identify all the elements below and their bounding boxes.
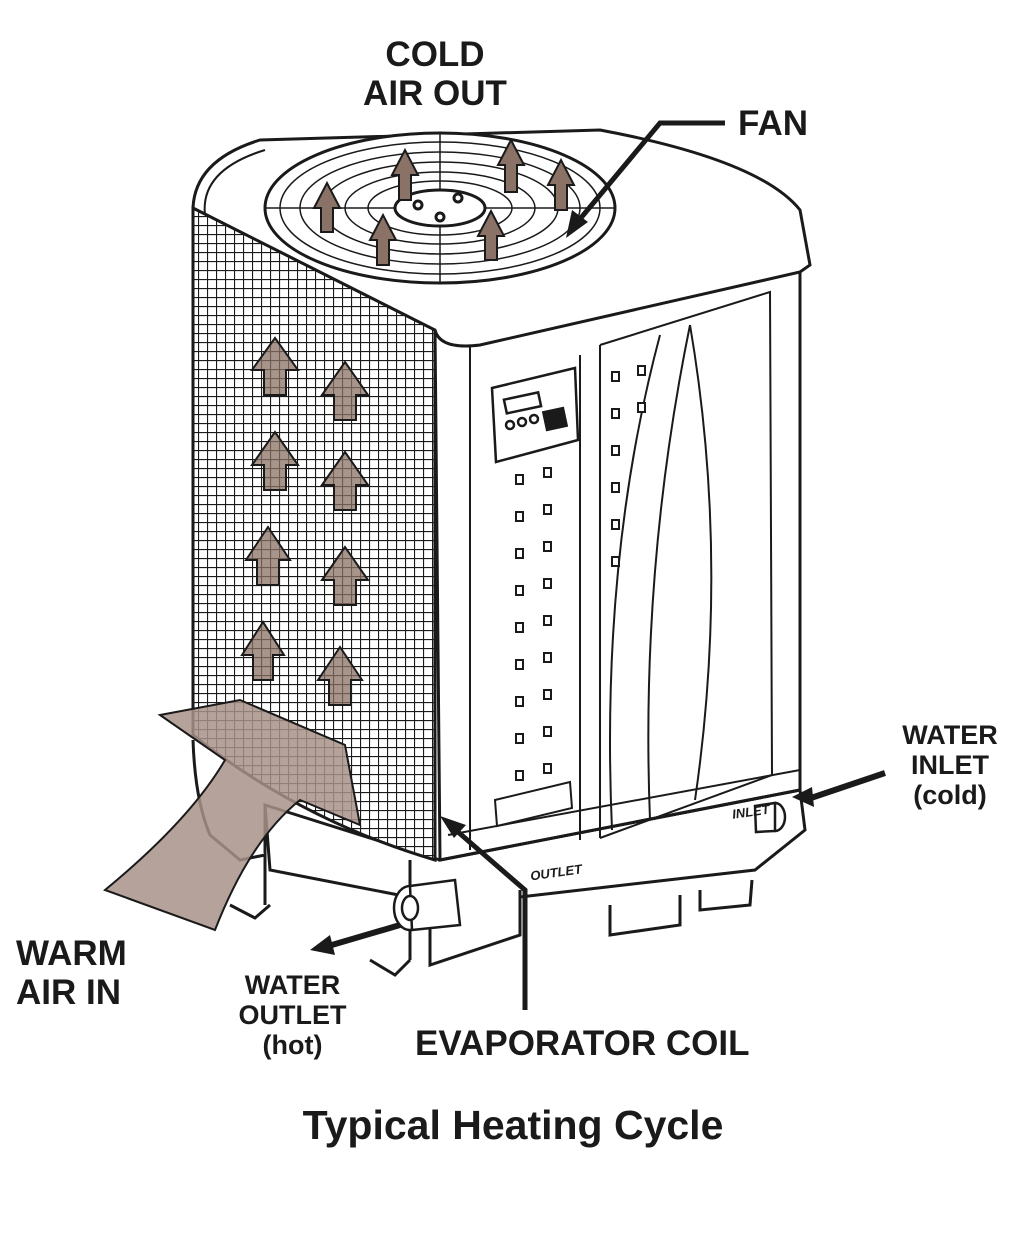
cold-air-arrow-icon [312, 180, 342, 233]
water-inlet-flow-line [807, 770, 886, 802]
water-outlet-arrow-icon [310, 935, 335, 955]
cold-air-arrow-icon [368, 212, 398, 266]
warm-air-arrow-icon [250, 430, 300, 491]
evaporator-coil-label: EVAPORATOR COIL [415, 1024, 750, 1063]
control-button [504, 419, 516, 431]
airflow-arrows-coil [240, 336, 370, 706]
warm-air-arrow-icon [320, 545, 370, 606]
warm-air-band [103, 698, 362, 932]
control-button [516, 416, 528, 428]
fan-pointer-arrow-icon [566, 210, 588, 238]
coil-pointer-arrow-icon [440, 816, 466, 838]
cold-air-arrow-icon [496, 137, 526, 193]
water-inlet-pipe [753, 801, 787, 834]
cold-air-arrow-icon [476, 208, 506, 261]
water-inlet-arrow-icon [792, 787, 814, 807]
evaporator-coil-leader-line [448, 823, 528, 1010]
cold-air-arrow-icon [546, 157, 576, 211]
control-button [528, 413, 540, 425]
water-outlet-pipe [392, 878, 462, 932]
warm-air-arrow-icon [316, 645, 364, 706]
warm-air-arrow-icon [240, 620, 286, 681]
unit-top-cover [191, 128, 812, 348]
warm-air-arrow-icon [250, 336, 300, 396]
cabinet-louvers [493, 365, 646, 828]
warm-air-arrow-icon [320, 360, 370, 421]
leader-lines [448, 120, 725, 1010]
cold-air-arrow-icon [390, 147, 420, 201]
cold-air-out-label: COLD AIR OUT [363, 35, 507, 114]
unit-stamp-inlet: INLET [731, 802, 771, 822]
control-keypad [541, 406, 569, 432]
fan-label: FAN [738, 104, 808, 143]
flow-arrowheads [310, 210, 814, 955]
control-panel [490, 366, 580, 464]
water-inlet-label: WATER INLET (cold) [902, 720, 998, 811]
unit-base [229, 788, 807, 977]
warm-air-arrow-icon [320, 450, 370, 511]
display-screen [502, 390, 543, 415]
diagram-caption: Typical Heating Cycle [302, 1102, 724, 1148]
cold-air-arrows [312, 137, 576, 266]
warm-air-in-label: WARM AIR IN [16, 934, 127, 1013]
water-outlet-label: WATER OUTLET (hot) [238, 970, 347, 1061]
water-outlet-flow-line [324, 922, 401, 950]
warm-air-arrow-icon [244, 525, 292, 586]
unit-stamp-outlet: OUTLET [529, 861, 584, 883]
fan-leader-line [573, 120, 725, 227]
